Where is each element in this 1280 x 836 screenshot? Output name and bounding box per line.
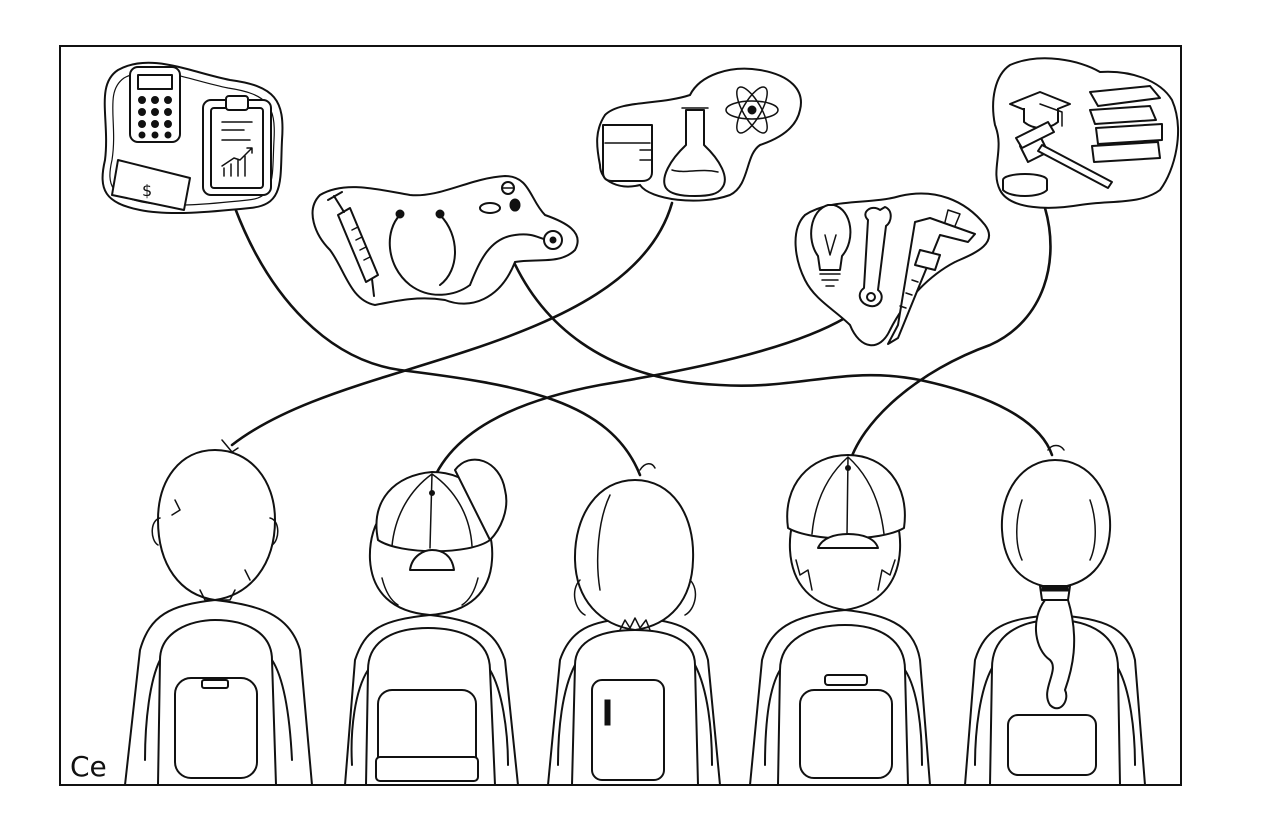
caliper-icon — [887, 209, 976, 345]
line-science-to-student-1 — [230, 201, 674, 447]
ponytail — [1034, 585, 1076, 710]
calculator-icon — [129, 66, 181, 143]
artist-signature: Ce — [70, 750, 107, 783]
syringe-icon — [327, 191, 379, 297]
dollar-bill-icon: $ — [111, 159, 191, 211]
student-3 — [547, 463, 721, 786]
line-engineering-to-student-2 — [426, 316, 847, 497]
connection-lines — [230, 201, 1054, 497]
student-1 — [124, 439, 313, 786]
pills-icon — [479, 181, 521, 214]
student-4 — [749, 454, 931, 786]
finance-bubble: $ — [101, 61, 284, 215]
students — [124, 439, 1146, 786]
clipboard-chart-icon — [202, 95, 272, 196]
law-education-bubble — [992, 57, 1179, 209]
head — [573, 479, 695, 631]
beaker-icon — [602, 124, 653, 182]
books-icon — [1089, 85, 1163, 163]
atom-icon — [725, 86, 779, 134]
baseball-cap — [375, 458, 508, 571]
flask-icon — [663, 107, 726, 197]
wrench-icon — [858, 206, 892, 308]
engineering-bubble — [794, 192, 990, 347]
medicine-bubble — [311, 174, 579, 307]
science-bubble — [596, 67, 802, 202]
stethoscope-icon — [388, 209, 563, 296]
baseball-cap — [786, 454, 906, 549]
gavel-icon — [1002, 121, 1113, 197]
head — [1000, 459, 1112, 589]
student-2 — [344, 458, 519, 786]
line-medicine-to-student-4 — [510, 256, 1054, 457]
svg-text:$: $ — [142, 181, 152, 200]
lightbulb-icon — [810, 204, 852, 287]
line-law-to-student-5 — [846, 206, 1052, 470]
student-5 — [964, 444, 1146, 786]
line-finance-to-student-3 — [233, 206, 642, 477]
